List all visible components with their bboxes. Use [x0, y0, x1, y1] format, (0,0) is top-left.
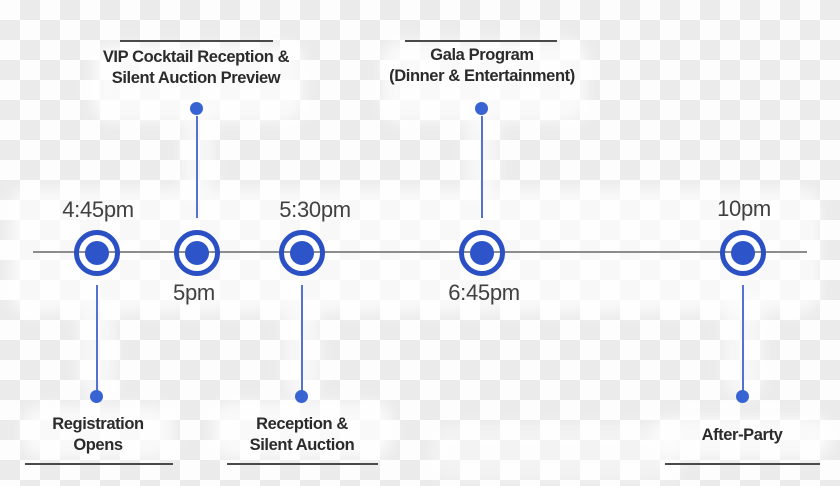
event-label: After-Party: [602, 425, 840, 446]
connector-endpoint-dot: [190, 102, 203, 115]
white-wash: [10, 188, 820, 313]
event-marker-ring: [74, 230, 120, 276]
event-title-line: (Dinner & Entertainment): [389, 66, 575, 85]
white-wash: [212, 402, 392, 458]
timeline-axis: [33, 251, 807, 253]
time-label: 6:45pm: [448, 280, 520, 305]
event-label-line: Opens: [73, 435, 123, 454]
time-label: 4:45pm: [62, 197, 134, 222]
event-marker-ring: [459, 230, 505, 276]
white-wash: [430, 425, 680, 480]
event-title-line: Gala Program: [430, 46, 534, 64]
event-marker-dot: [731, 241, 755, 265]
connector-line: [742, 285, 744, 391]
connector-line: [301, 285, 303, 391]
event-marker-ring: [174, 230, 220, 276]
event-marker-dot: [185, 241, 209, 265]
event-label-line: After-Party: [701, 426, 783, 444]
event-marker-dot: [85, 241, 109, 265]
connector-endpoint-dot: [736, 390, 749, 403]
connector-endpoint-dot: [475, 102, 488, 115]
event-label-line: Registration: [52, 415, 144, 433]
event-label-line: Reception &: [256, 415, 348, 433]
event-label: Reception & Silent Auction: [162, 414, 442, 455]
event-label: Registration Opens: [0, 414, 238, 455]
connector-line: [96, 285, 98, 391]
time-label: 10pm: [717, 196, 771, 221]
event-marker-dot: [470, 241, 494, 265]
connector-line: [481, 116, 483, 218]
label-rule: [665, 463, 820, 465]
white-wash: [652, 417, 832, 458]
connector-endpoint-dot: [90, 390, 103, 403]
title-rule: [405, 40, 557, 42]
event-marker-ring: [720, 230, 766, 276]
event-title: VIP Cocktail Reception & Silent Auction …: [56, 47, 336, 88]
label-rule: [25, 463, 173, 465]
time-label: 5:30pm: [279, 197, 351, 222]
event-marker-ring: [279, 230, 325, 276]
white-wash: [22, 406, 174, 458]
connector-endpoint-dot: [295, 390, 308, 403]
label-rule: [227, 463, 378, 465]
event-title-line: VIP Cocktail Reception &: [102, 48, 290, 66]
event-title-line: Silent Auction Preview: [111, 68, 281, 87]
event-marker-dot: [290, 241, 314, 265]
connector-line: [196, 116, 198, 218]
time-label: 5pm: [173, 280, 215, 305]
title-rule: [120, 40, 273, 42]
event-title: Gala Program (Dinner & Entertainment): [342, 45, 622, 86]
event-label-line: Silent Auction: [249, 435, 355, 454]
